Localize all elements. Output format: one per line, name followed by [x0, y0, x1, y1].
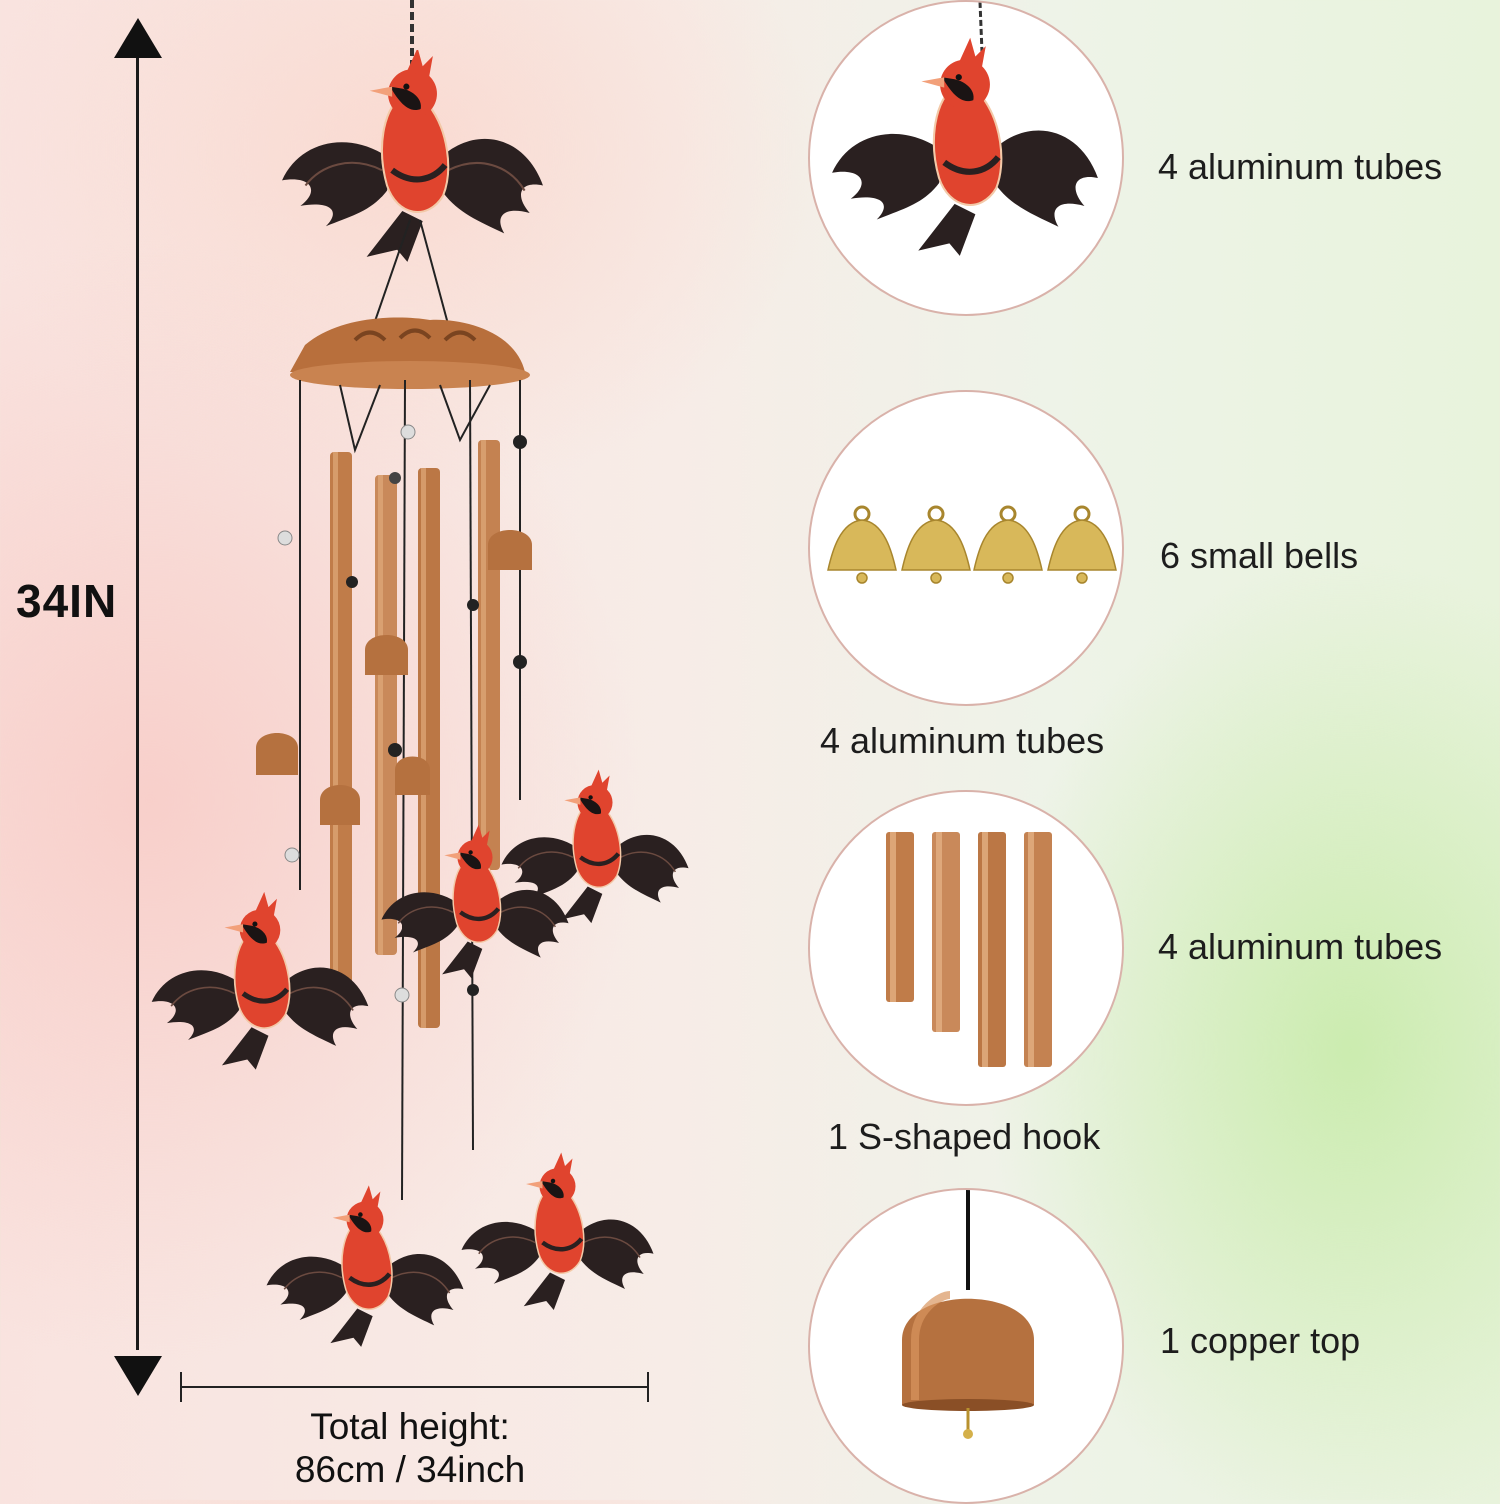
- feature-label-5: 1 S-shaped hook: [828, 1116, 1101, 1157]
- feature-label-1: 4 aluminum tubes: [1158, 146, 1443, 187]
- feature-label-4: 4 aluminum tubes: [1158, 926, 1443, 967]
- detail-circle-bird: [808, 0, 1124, 316]
- total-height-line2: 86cm / 34inch: [294, 1448, 526, 1490]
- arrow-down-icon: [114, 1356, 162, 1396]
- width-dimension-line: [181, 1386, 649, 1388]
- feature-label-3: 4 aluminum tubes: [820, 720, 1105, 761]
- detail-circle-bells: [808, 390, 1124, 706]
- arrow-up-icon: [114, 18, 162, 58]
- wind-chime-illustration: [140, 0, 700, 1370]
- detail-circle-tubes: [808, 790, 1124, 1106]
- total-height-caption: Total height: 86cm / 34inch: [200, 1406, 620, 1491]
- dimension-tick-left: [180, 1372, 182, 1402]
- height-dimension-line: [136, 50, 139, 1350]
- total-height-line1: Total height:: [310, 1406, 510, 1447]
- feature-label-2: 6 small bells: [1160, 535, 1359, 576]
- dimension-tick-right: [647, 1372, 649, 1402]
- height-label: 34IN: [16, 575, 118, 627]
- feature-label-6: 1 copper top: [1160, 1320, 1361, 1361]
- detail-circle-copper-bell: [808, 1188, 1124, 1504]
